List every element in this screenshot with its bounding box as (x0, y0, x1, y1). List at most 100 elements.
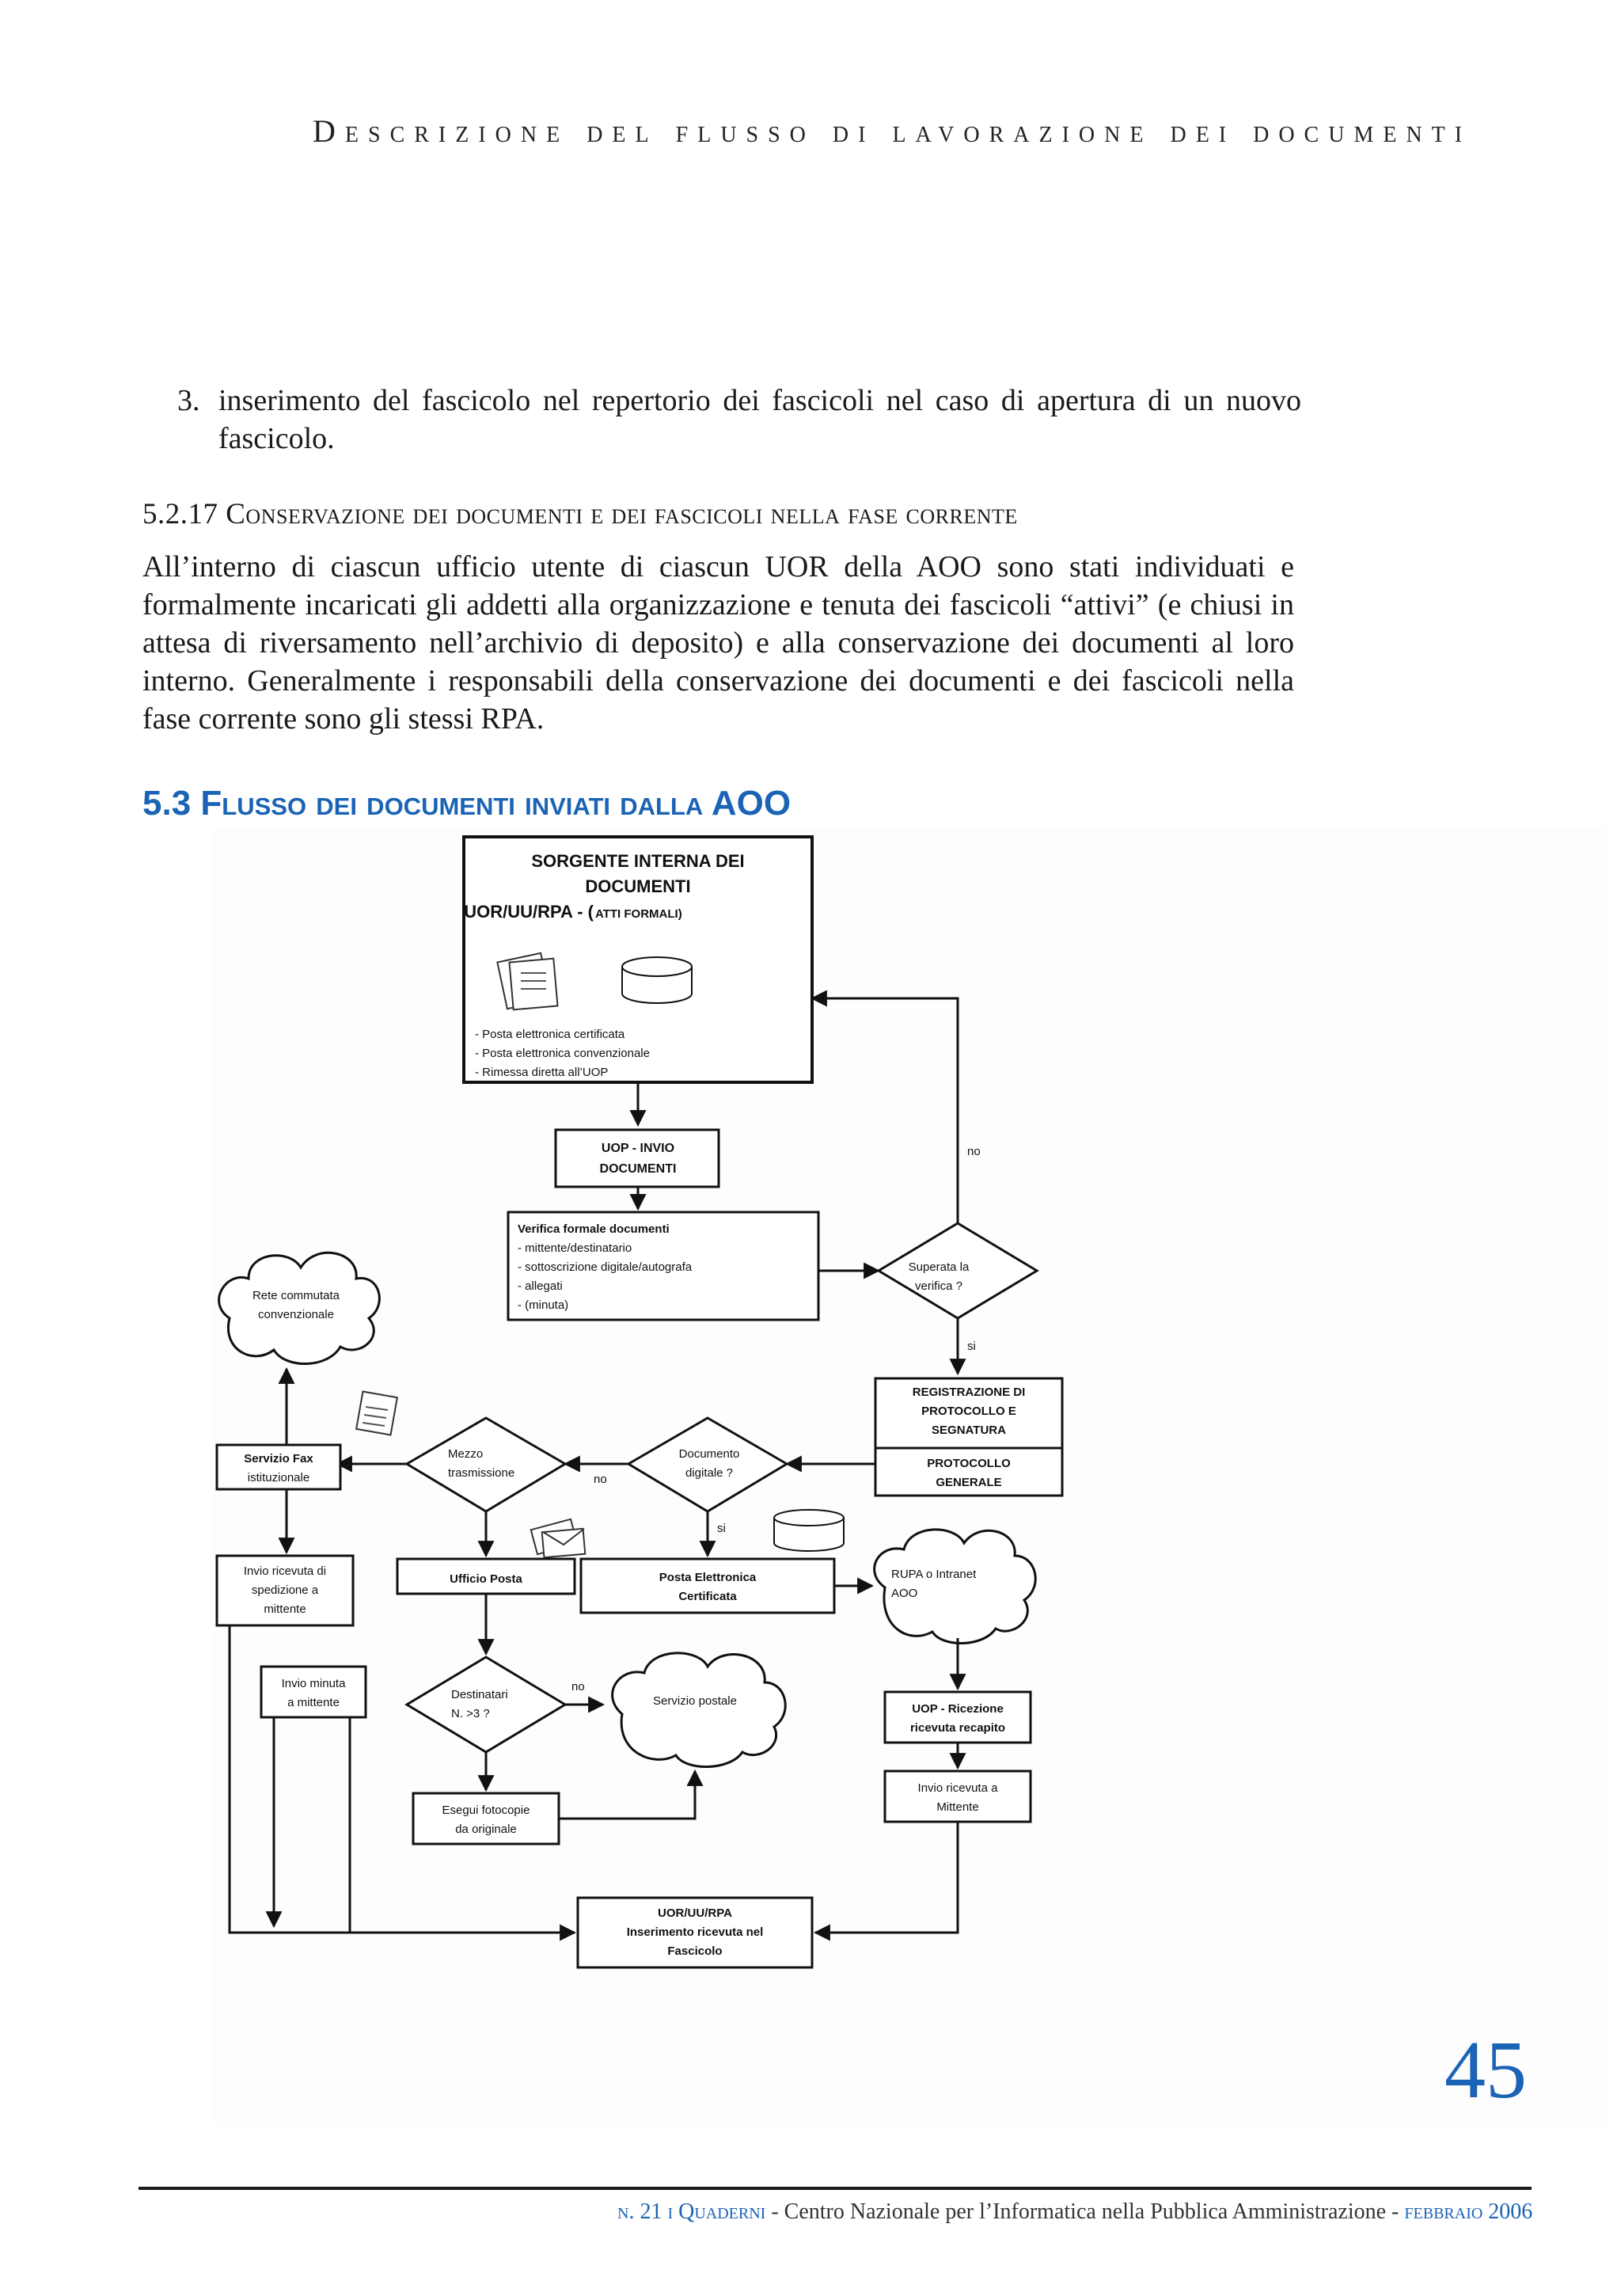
envelope-icon (530, 1518, 587, 1559)
arrow-no-loop (810, 990, 959, 1223)
destinatari-decision: Destinatari N. >3 ? (404, 1655, 568, 1754)
fotocopie-line1: Esegui fotocopie (442, 1804, 530, 1817)
pec-line1: Posta Elettronica (659, 1571, 757, 1584)
body-paragraph: All’interno di ciascun ufficio utente di… (142, 550, 1294, 736)
footer-date: febbraio 2006 (1404, 2199, 1533, 2224)
source-title-3b: ATTI FORMALI) (595, 907, 682, 921)
documento-digitale-decision: Documento digitale ? (626, 1416, 789, 1513)
pec-line2: Certificata (678, 1590, 737, 1603)
source-title-1: SORGENTE INTERNA DEI (531, 851, 744, 871)
rupa-cloud: RUPA o Intranet AOO (873, 1528, 1037, 1644)
minuta-line1: Invio minuta (282, 1677, 347, 1690)
verifica-box: Verifica formale documenti - mittente/de… (507, 1211, 820, 1321)
list-item-text: inserimento del fascicolo nel repertorio… (218, 384, 1301, 455)
source-box: SORGENTE INTERNA DEI DOCUMENTI UOR/UU/RP… (462, 835, 814, 1084)
arrow-mittente-to-uor (813, 1822, 959, 1941)
list-item: 3. inserimento del fascicolo nel reperto… (177, 382, 1301, 458)
ricevuta-line3: mittente (264, 1602, 306, 1616)
uop-ricezione-line2: ricevuta recapito (910, 1721, 1005, 1735)
label-no-mid: no (594, 1473, 607, 1486)
footer-publisher: - Centro Nazionale per l’Informatica nel… (765, 2199, 1405, 2224)
uop-invio-line2: DOCUMENTI (600, 1162, 677, 1176)
footer-issue: n. 21 i Quaderni (617, 2199, 766, 2224)
invio-minuta-box: Invio minuta a mittente (260, 1665, 367, 1719)
superata-line2: verifica ? (915, 1279, 962, 1293)
rete-commutata-cloud: Rete commutata convenzionale (218, 1251, 381, 1365)
section-title: 5.3 Flusso dei documenti inviati dalla A… (142, 784, 792, 823)
fax-line1: Servizio Fax (244, 1452, 313, 1465)
source-item-2: - Posta elettronica convenzionale (475, 1047, 650, 1060)
rete-line1: Rete commutata (252, 1289, 340, 1302)
page-number: 45 (1444, 2024, 1527, 2115)
uop-ricezione-box: UOP - Ricezione ricevuta recapito (883, 1690, 1032, 1744)
uop-invio-box: UOP - INVIO DOCUMENTI (554, 1128, 720, 1188)
invio-ricevuta-mittente-box: Invio ricevuta a Mittente (883, 1770, 1032, 1823)
servizio-fax-box: Servizio Fax istituzionale (215, 1443, 342, 1491)
mezzo-line2: trasmissione (448, 1466, 514, 1480)
source-title-2: DOCUMENTI (585, 876, 690, 896)
minuta-line2: a mittente (287, 1696, 340, 1709)
registrazione-line1: REGISTRAZIONE DI (913, 1386, 1026, 1399)
uop-ricezione-line1: UOP - Ricezione (912, 1702, 1004, 1716)
running-header: Descrizione del flusso di lavorazione de… (313, 112, 1532, 150)
footer-rule (139, 2187, 1532, 2190)
verifica-title: Verifica formale documenti (518, 1222, 670, 1236)
source-title-3a: UOR/UU/RPA - ( (464, 902, 594, 922)
superata-line1: Superata la (909, 1260, 970, 1274)
servizio-postale-label: Servizio postale (653, 1694, 737, 1708)
ufficio-posta-box: Ufficio Posta (396, 1557, 576, 1595)
servizio-postale-cloud: Servizio postale (611, 1652, 787, 1768)
verifica-item-3: - allegati (518, 1279, 563, 1293)
verifica-item-4: - (minuta) (518, 1298, 568, 1312)
flowchart-diagram: SORGENTE INTERNA DEI DOCUMENTI UOR/UU/RP… (214, 827, 1607, 2126)
protocollo-line1: PROTOCOLLO (927, 1457, 1011, 1470)
documento-line2: digitale ? (685, 1466, 733, 1480)
database-icon (621, 956, 693, 1004)
ufficio-posta-label: Ufficio Posta (450, 1572, 522, 1586)
uor-final-box: UOR/UU/RPA Inserimento ricevuta nel Fasc… (576, 1896, 814, 1969)
ricevuta-line1: Invio ricevuta di (244, 1564, 326, 1578)
uor-final-line2: Inserimento ricevuta nel (627, 1925, 764, 1939)
fax-line2: istituzionale (248, 1471, 309, 1484)
source-item-1: - Posta elettronica certificata (475, 1028, 625, 1041)
list-item-number: 3. (177, 384, 200, 417)
mezzo-line1: Mezzo (448, 1447, 483, 1461)
running-header-text: Descrizione del flusso di lavorazione de… (313, 113, 1472, 149)
footer: n. 21 i Quaderni - Centro Nazionale per … (617, 2199, 1532, 2225)
invio-ricevuta-box: Invio ricevuta di spedizione a mittente (215, 1554, 355, 1627)
registrazione-line3: SEGNATURA (932, 1424, 1006, 1437)
label-no-bottom: no (571, 1680, 585, 1693)
arrow-ricevuta-to-uor (228, 1625, 577, 1941)
rupa-line2: AOO (891, 1587, 917, 1600)
ricevuta-mittente-line1: Invio ricevuta a (918, 1781, 999, 1795)
verifica-item-1: - mittente/destinatario (518, 1241, 632, 1255)
label-si-mid: si (717, 1522, 726, 1535)
label-si-top: si (967, 1340, 976, 1353)
database-small-icon (773, 1509, 845, 1552)
destinatari-line1: Destinatari (451, 1688, 508, 1701)
protocollo-line2: GENERALE (936, 1476, 1001, 1489)
fax-paper-icon (355, 1390, 398, 1436)
rete-line2: convenzionale (258, 1308, 334, 1321)
flowchart-svg: SORGENTE INTERNA DEI DOCUMENTI UOR/UU/RP… (215, 835, 1064, 1969)
ricevuta-line2: spedizione a (252, 1583, 319, 1597)
uor-final-line3: Fascicolo (667, 1944, 722, 1958)
registrazione-box: REGISTRAZIONE DI PROTOCOLLO E SEGNATURA … (874, 1377, 1064, 1497)
rupa-line1: RUPA o Intranet (891, 1568, 977, 1581)
mezzo-decision: Mezzo trasmissione (404, 1416, 568, 1513)
registrazione-line2: PROTOCOLLO E (921, 1405, 1016, 1418)
source-item-3: - Rimessa diretta all’UOP (475, 1066, 608, 1079)
ricevuta-mittente-line2: Mittente (936, 1800, 978, 1814)
pec-box: Posta Elettronica Certificata (579, 1557, 836, 1614)
arrow-fotocopie-to-postale (559, 1769, 704, 1820)
verifica-item-2: - sottoscrizione digitale/autografa (518, 1260, 693, 1274)
documento-line1: Documento (679, 1447, 740, 1461)
document-stack-icon (496, 952, 559, 1011)
uop-invio-line1: UOP - INVIO (602, 1142, 674, 1155)
uor-final-line1: UOR/UU/RPA (658, 1906, 732, 1920)
superata-decision: Superata la verifica ? (876, 1222, 1039, 1320)
fotocopie-line2: da originale (455, 1823, 517, 1836)
destinatari-line2: N. >3 ? (451, 1707, 490, 1720)
esegui-fotocopie-box: Esegui fotocopie da originale (412, 1792, 560, 1846)
subsection-title: 5.2.17 Conservazione dei documenti e dei… (142, 498, 1018, 530)
